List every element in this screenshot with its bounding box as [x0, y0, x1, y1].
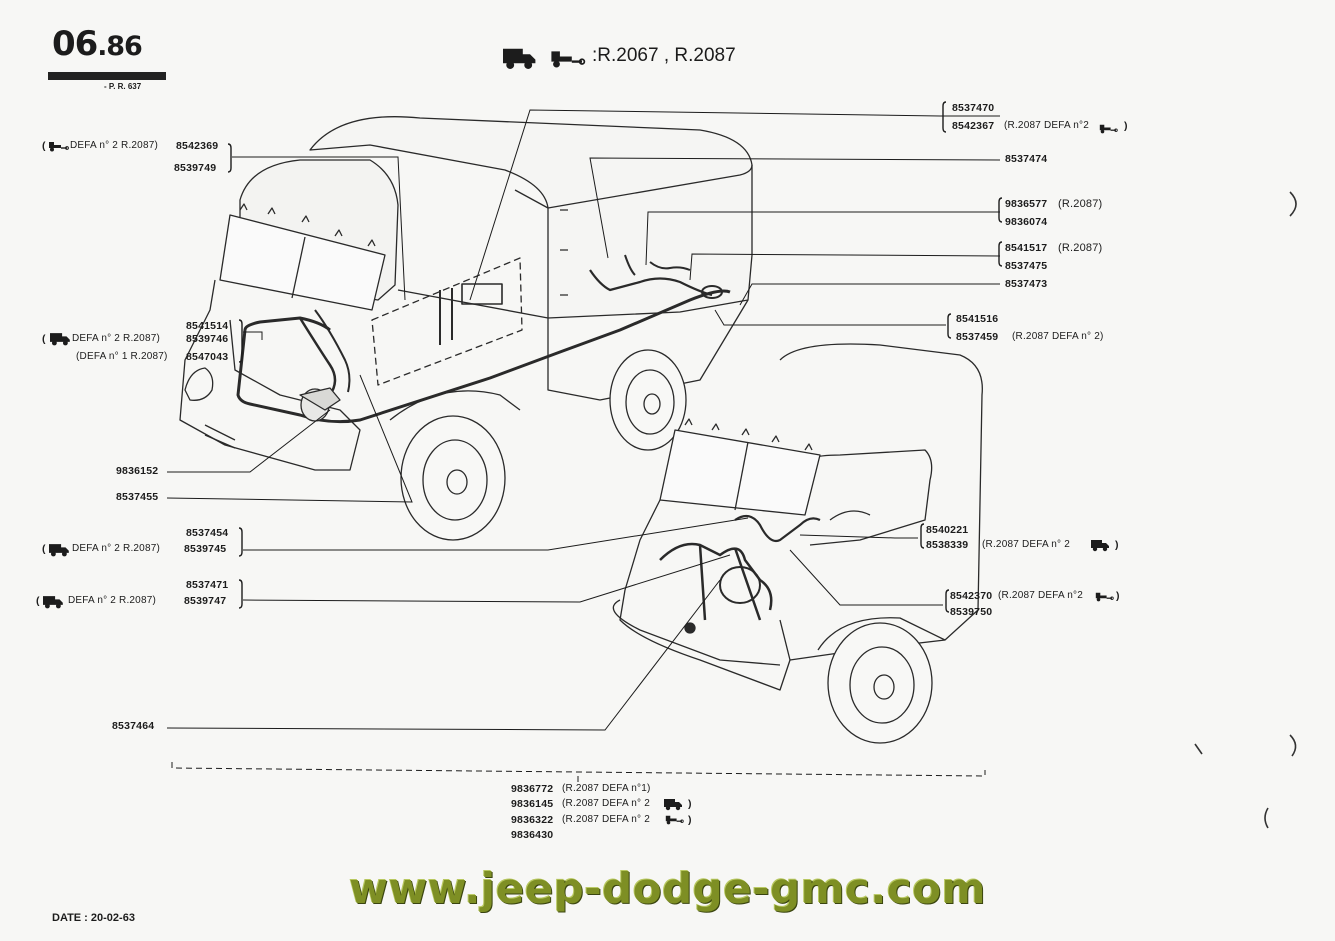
part-number: 8539745: [184, 543, 227, 555]
part-note: (R.2087 DEFA n° 2: [562, 798, 650, 809]
part-note: DEFA n° 2 R.2087): [70, 140, 158, 151]
trailer-icon: [665, 815, 684, 825]
truck-illustration: [179, 116, 753, 541]
part-note: DEFA n° 2 R.2087): [68, 595, 156, 606]
part-number: 8537464: [112, 720, 155, 732]
part-number: 9836152: [116, 465, 159, 477]
part-number: 9836430: [511, 829, 554, 841]
paren-close: ): [688, 798, 692, 810]
part-note: (R.2087): [1058, 198, 1103, 210]
model-references: :R.2067 , R.2087: [592, 45, 736, 66]
header-bar: [48, 72, 166, 80]
part-number: 8541514: [186, 320, 229, 332]
part-number: 8537454: [186, 527, 229, 539]
part-number: 9836772: [511, 783, 554, 795]
part-number: 8539750: [950, 606, 993, 618]
truck-icon: [49, 544, 69, 557]
trailer-icon: [48, 141, 70, 153]
truck-icon: [50, 333, 70, 346]
truck-icon: [503, 48, 536, 69]
part-number: 8537473: [1005, 278, 1048, 290]
jeep-illustration: [612, 343, 983, 744]
part-number: 9836322: [511, 814, 554, 826]
part-note: (R.2087 DEFA n° 2: [562, 814, 650, 825]
watermark: www.jeep-dodge-gmc.com: [349, 864, 986, 913]
part-number: 8537470: [952, 102, 995, 114]
part-number: 8541516: [956, 313, 999, 325]
paren-open: (: [42, 543, 46, 555]
trailer-icon: [1095, 592, 1114, 602]
page-code: 06.86: [52, 24, 143, 64]
truck-icon: [664, 799, 682, 811]
part-note: DEFA n° 2 R.2087): [72, 333, 160, 344]
part-number: 8537475: [1005, 260, 1048, 272]
part-note: (R.2087 DEFA n° 2): [1012, 331, 1104, 342]
trailer-icon: [1099, 124, 1118, 134]
part-note: (R.2087 DEFA n°2: [998, 590, 1084, 601]
part-note: (DEFA n° 1 R.2087): [76, 351, 168, 362]
part-number: 8537459: [956, 331, 999, 343]
part-number: 8539746: [186, 333, 229, 345]
part-number: 8539749: [174, 162, 217, 174]
date-stamp: DATE : 20-02-63: [52, 912, 135, 924]
paren-close: ): [1124, 120, 1128, 132]
part-number: 8538339: [926, 539, 969, 551]
part-number: 8540221: [926, 524, 969, 536]
part-number: 9836074: [1005, 216, 1048, 228]
paren-open: (: [42, 333, 46, 345]
paren-close: ): [1115, 539, 1119, 551]
part-number: 8539747: [184, 595, 227, 607]
truck-icon: [43, 596, 63, 609]
paren-close: ): [688, 814, 692, 826]
truck-icon: [1091, 540, 1109, 552]
part-number: 9836145: [511, 798, 554, 810]
part-note: (R.2087 DEFA n°2: [1004, 120, 1090, 131]
part-number: 8537474: [1005, 153, 1048, 165]
part-note: DEFA n° 2 R.2087): [72, 543, 160, 554]
part-note: (R.2087): [1058, 242, 1103, 254]
part-number: 8542369: [176, 140, 219, 152]
brackets: [227, 101, 1003, 613]
part-number: 8541517: [1005, 242, 1048, 254]
part-number: 8537471: [186, 579, 229, 591]
pr-reference: - P. R. 637: [104, 82, 142, 91]
paren-open: (: [42, 140, 46, 152]
paren-open: (: [36, 595, 40, 607]
part-note: (R.2087 DEFA n° 2: [982, 539, 1070, 550]
binding-marks: [1194, 191, 1297, 829]
part-number: 8547043: [186, 351, 229, 363]
part-number: 8542370: [950, 590, 993, 602]
leader-lines: [166, 109, 1001, 782]
part-number: 9836577: [1005, 198, 1048, 210]
part-number: 8542367: [952, 120, 995, 132]
part-note: (R.2087 DEFA n°1): [562, 783, 651, 794]
trailer-icon: [550, 50, 586, 69]
paren-close: ): [1116, 590, 1120, 602]
part-number: 8537455: [116, 491, 159, 503]
